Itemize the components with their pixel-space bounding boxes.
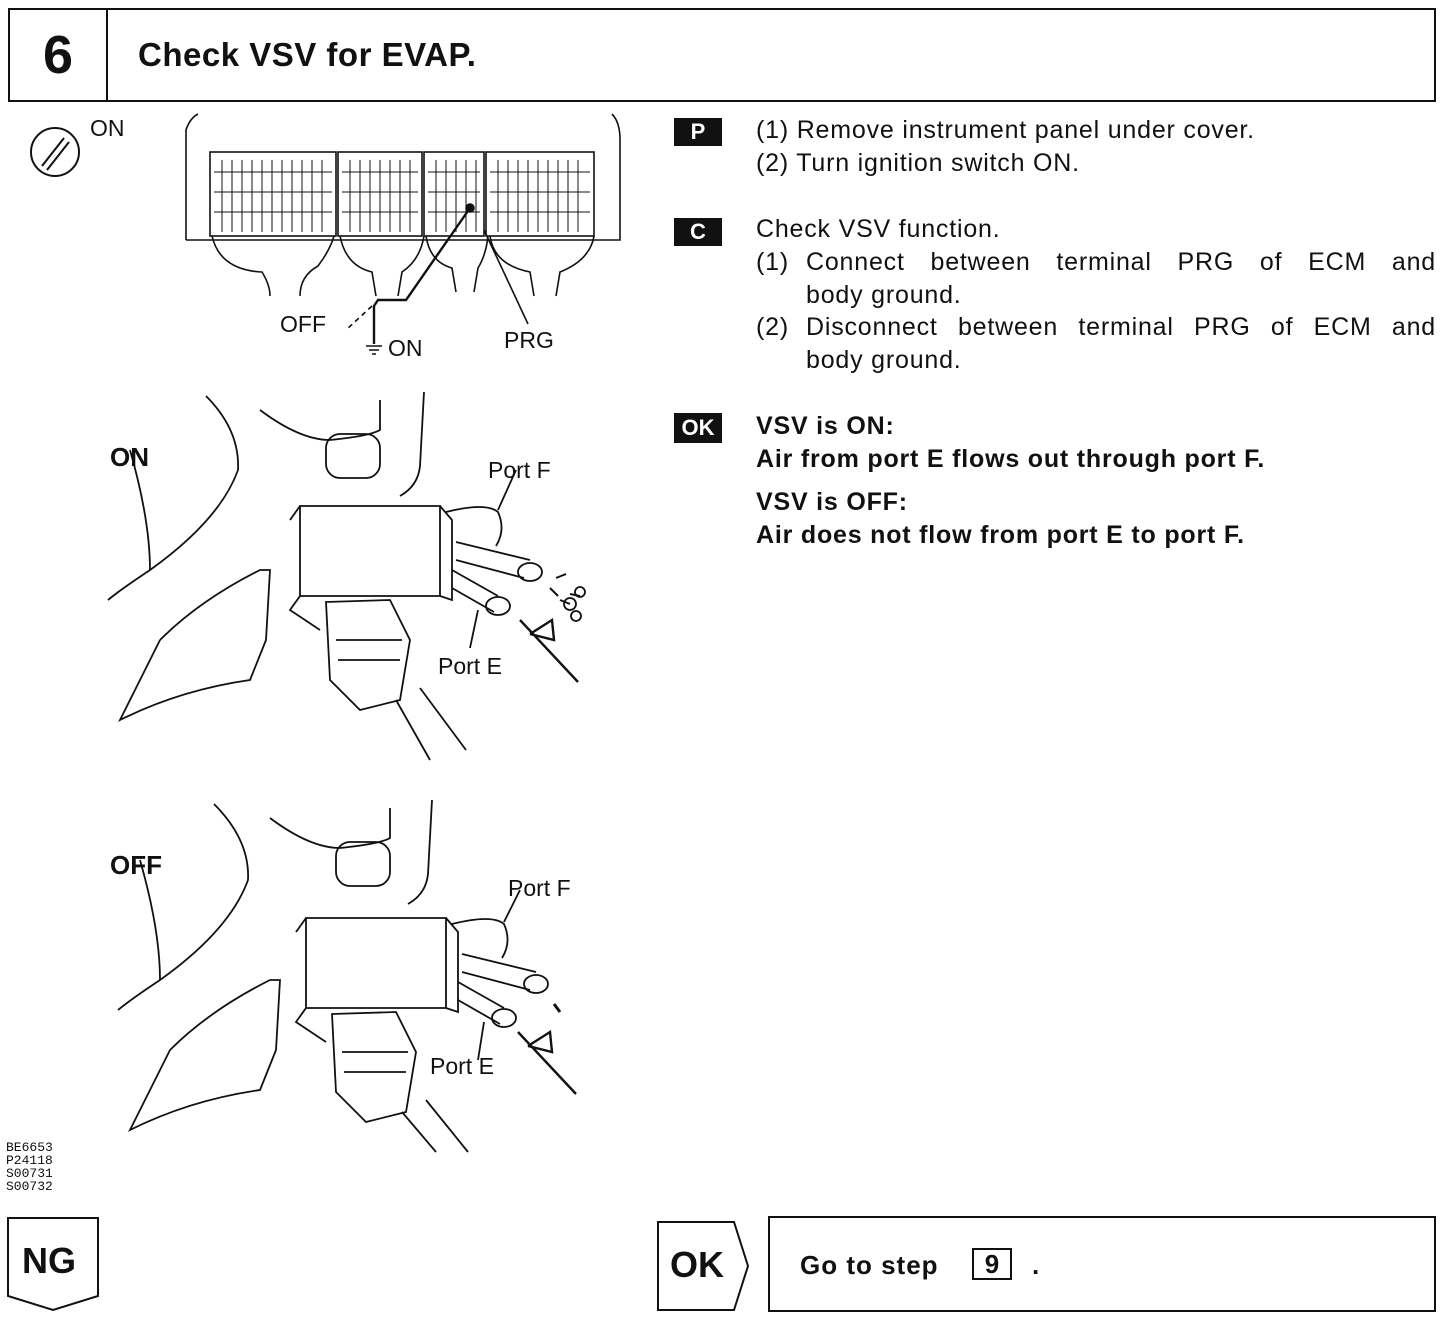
prg-terminal-label: PRG: [504, 327, 554, 353]
illustration-code: S00731: [6, 1166, 53, 1181]
check-step-1-line2: body ground.: [806, 281, 962, 309]
result-on-heading: VSV is ON:: [756, 412, 895, 440]
off-port-e-label: Port E: [430, 1053, 494, 1079]
check-step-2-line2: body ground.: [806, 346, 962, 374]
vsv-off-diagram: [117, 799, 577, 1153]
illustration-code: BE6653: [6, 1140, 53, 1155]
goto-step-number[interactable]: 9: [972, 1248, 1012, 1280]
on-port-f-label: Port F: [488, 457, 551, 483]
step-title: Check VSV for EVAP.: [138, 36, 477, 73]
off-port-f-label: Port F: [508, 875, 571, 901]
ecm-off-label: OFF: [280, 311, 326, 337]
illustration-code: S00732: [6, 1179, 53, 1194]
prep-step-2: (2) Turn ignition switch ON.: [756, 149, 1080, 177]
check-step-1-number: (1): [756, 248, 789, 276]
on-state-label: ON: [110, 442, 149, 472]
result-off-heading: VSV is OFF:: [756, 488, 908, 516]
step-number: 6: [10, 10, 108, 100]
ng-badge: [7, 1217, 99, 1312]
goto-step-dot: .: [1032, 1250, 1040, 1280]
off-state-label: OFF: [110, 850, 162, 880]
illustration-codes: BE6653 P24118 S00731 S00732: [6, 1141, 53, 1193]
check-step-2-line1: Disconnect between terminal PRG of ECM a…: [806, 313, 1436, 341]
ok-badge: [657, 1221, 750, 1311]
check-tag: C: [674, 218, 722, 246]
step-header: 6 Check VSV for EVAP.: [8, 8, 1436, 102]
ok-result-tag: OK: [674, 413, 722, 443]
ecm-on-label: ON: [388, 335, 423, 361]
ecm-connector-diagram: [185, 113, 621, 355]
goto-step-box[interactable]: [768, 1216, 1436, 1312]
check-step-1-line1: Connect between terminal PRG of ECM and: [806, 248, 1436, 276]
ignition-switch-icon: [30, 127, 80, 177]
result-off-text: Air does not flow from port E to port F.: [756, 521, 1245, 549]
check-title: Check VSV function.: [756, 215, 1001, 243]
ignition-on-label: ON: [90, 115, 125, 141]
ok-label: OK: [670, 1244, 724, 1285]
goto-step-text: Go to step: [800, 1250, 939, 1280]
illustration-code: P24118: [6, 1153, 53, 1168]
prep-step-1: (1) Remove instrument panel under cover.: [756, 116, 1255, 144]
ng-label: NG: [22, 1240, 76, 1281]
on-port-e-label: Port E: [438, 653, 502, 679]
figure-illustrations: ON OFF ON PRG: [30, 113, 621, 1153]
check-step-2-number: (2): [756, 313, 789, 341]
preparation-tag: P: [674, 118, 722, 146]
vsv-on-diagram: [107, 391, 586, 761]
result-on-text: Air from port E flows out through port F…: [756, 445, 1266, 473]
